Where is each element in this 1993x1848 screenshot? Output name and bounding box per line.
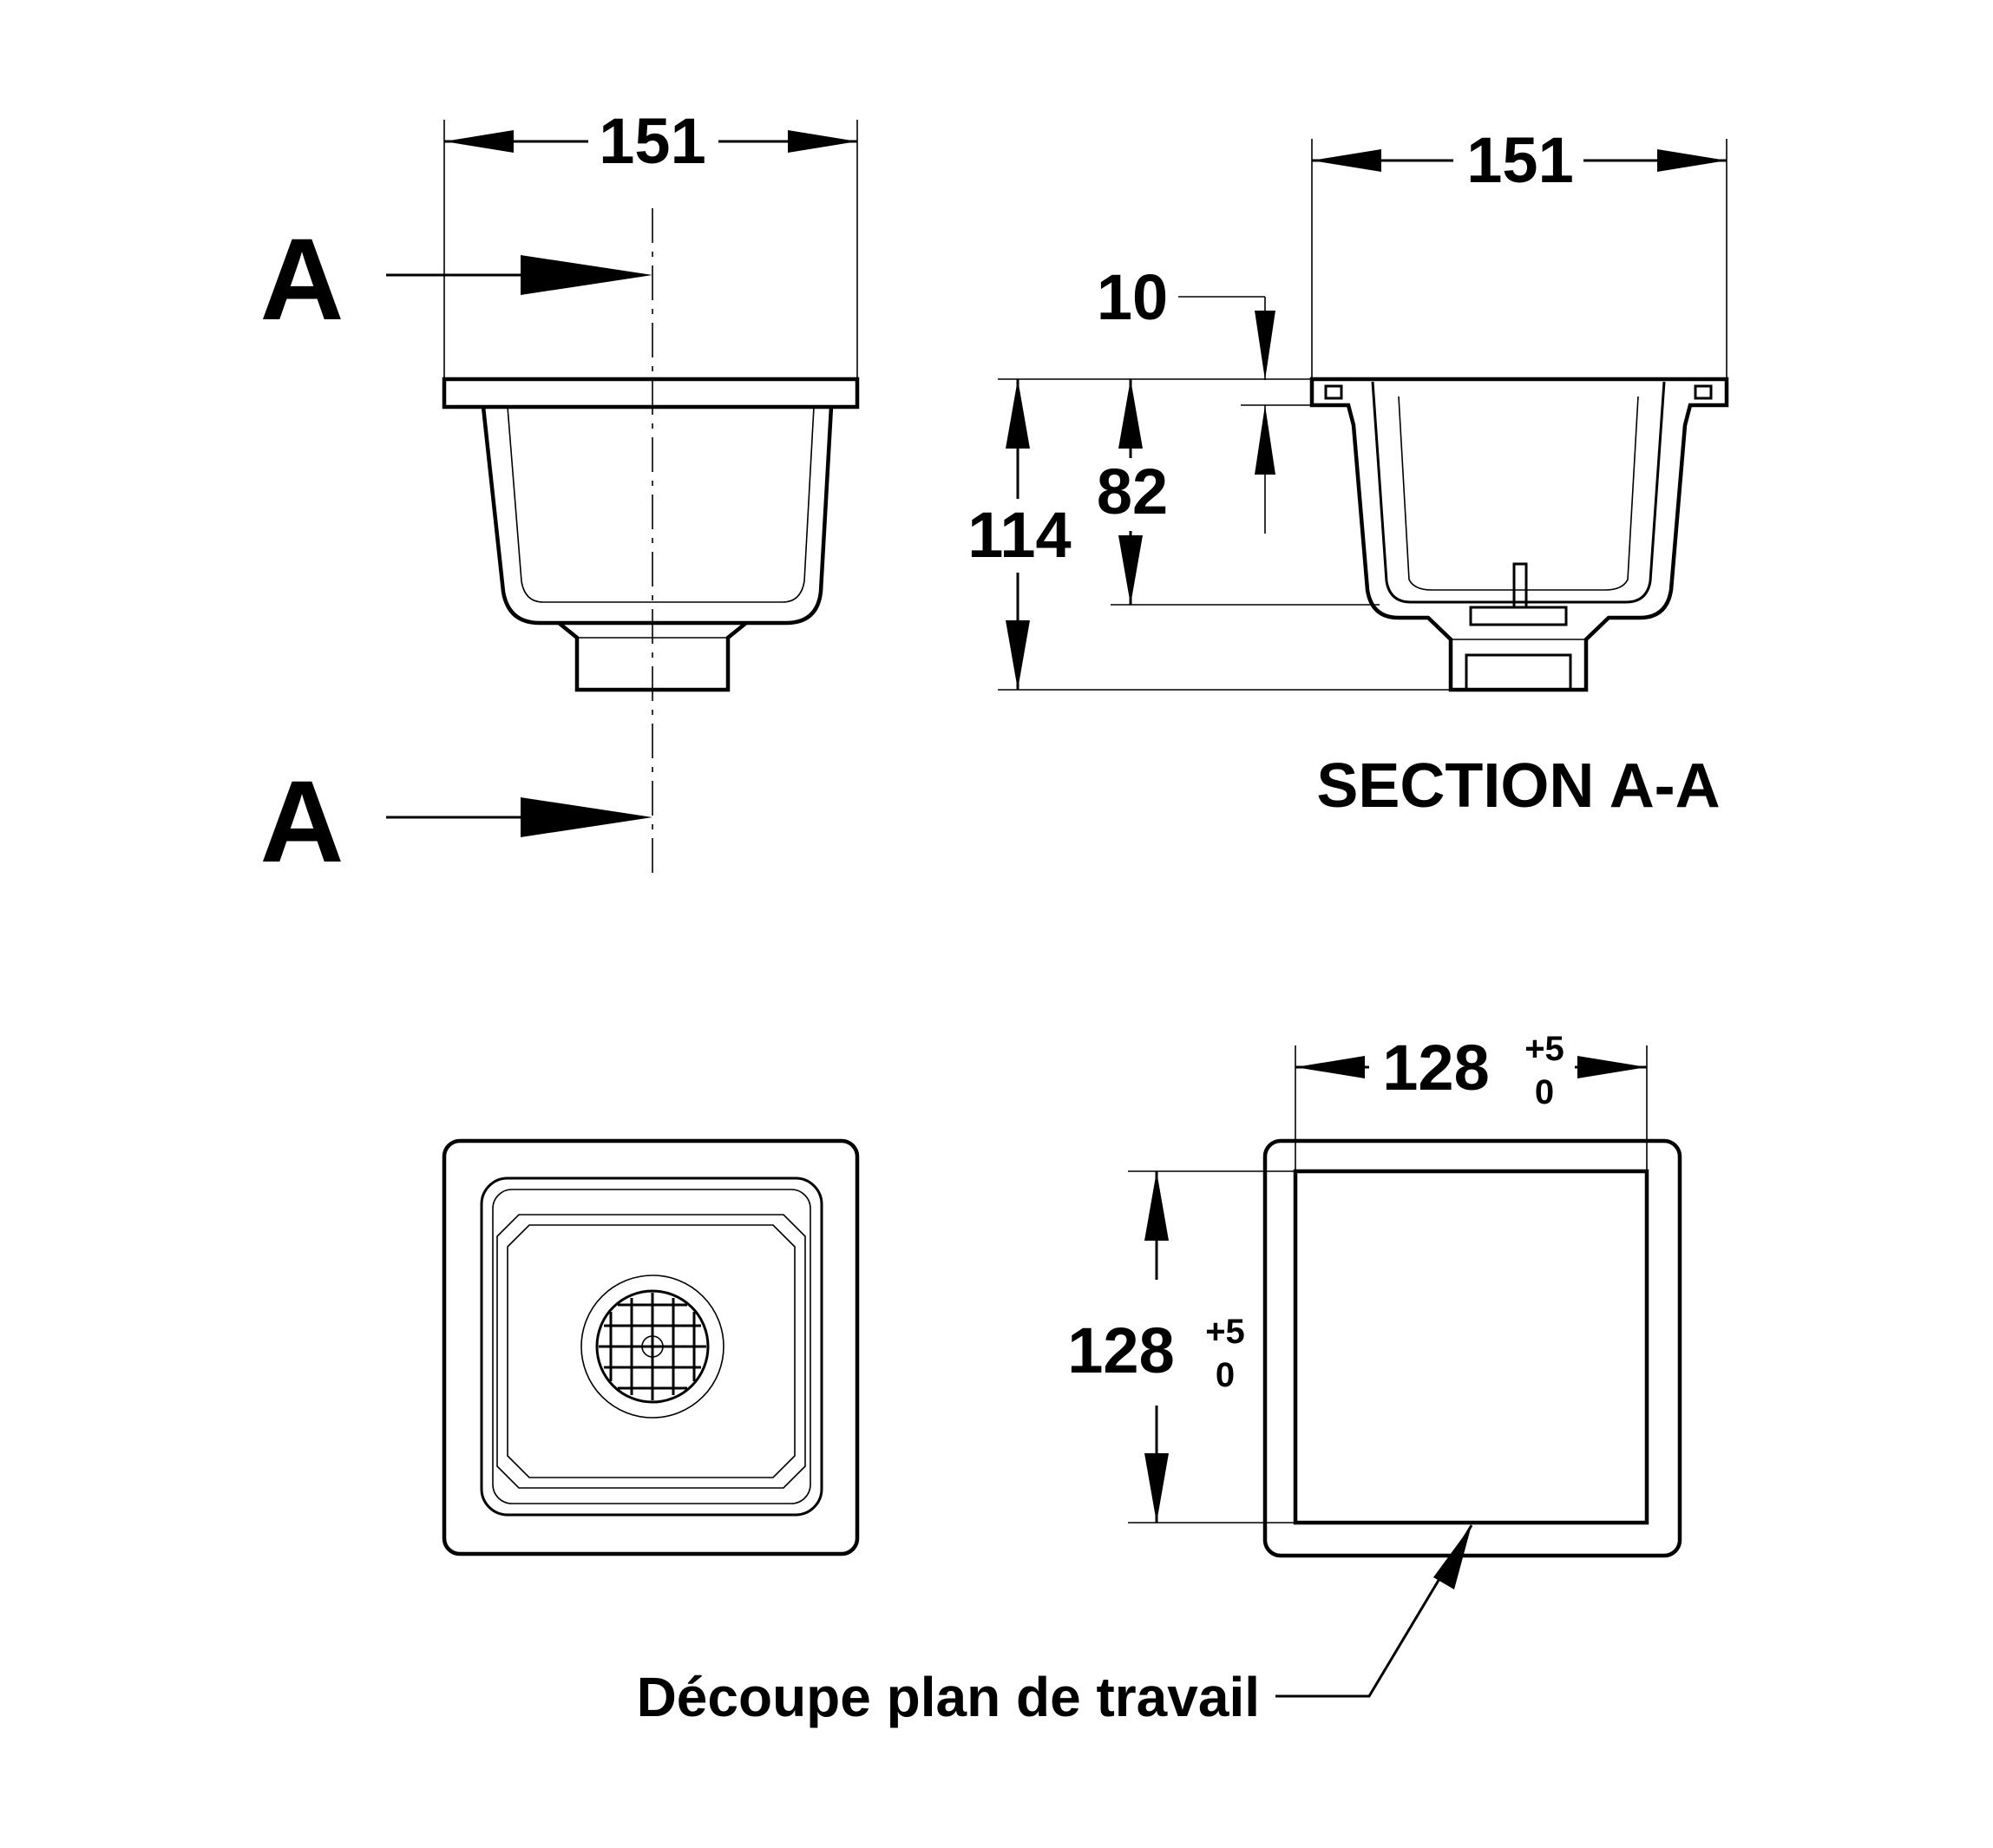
section-width-label: 151: [1466, 124, 1573, 196]
total-height-label: 114: [967, 499, 1071, 571]
cutout-height-tol-lower: 0: [1216, 1356, 1235, 1394]
cutout-opening: [1293, 1169, 1649, 1525]
top-outer-rim: [442, 1138, 860, 1556]
cutout-width-label: 128: [1382, 1032, 1489, 1104]
section-view: 151 10 82 114: [967, 121, 1729, 821]
cutout-outer: [1262, 1138, 1682, 1558]
front-width-label: 151: [599, 105, 705, 177]
cutout-height-label: 128: [1067, 1314, 1174, 1386]
cutout-leader: [1275, 1524, 1473, 1698]
dim-arrow-right: [788, 130, 857, 153]
section-arrow-top: [521, 255, 652, 295]
section-marker-top: A: [260, 215, 344, 344]
cutout-width-tol-upper: +5: [1524, 1030, 1564, 1068]
cutout-note: Découpe plan de travail: [637, 1666, 1260, 1728]
flange-thickness-label: 10: [1097, 261, 1168, 333]
cutout-width-tol-lower: 0: [1535, 1073, 1554, 1111]
section-drain: [1469, 606, 1568, 626]
top-view: [442, 1138, 860, 1556]
front-flange: [442, 377, 860, 410]
cutout-view: 128 +5 0 128 +5 0 Découpe plan de travai…: [637, 1030, 1682, 1728]
drain-grate: [595, 1289, 710, 1404]
cutout-height-tol-upper: +5: [1205, 1313, 1245, 1351]
section-arrow-bottom: [521, 797, 652, 837]
section-marker-bottom: A: [260, 757, 344, 887]
front-view: 151 A A: [260, 102, 860, 887]
bowl-depth-label: 82: [1097, 455, 1168, 528]
dim-arrow-left: [444, 130, 514, 153]
front-bowl: [481, 406, 834, 626]
section-title: SECTION A-A: [1316, 751, 1720, 821]
section-inner-profile: [1371, 381, 1666, 604]
section-outer-profile: [1309, 377, 1729, 692]
